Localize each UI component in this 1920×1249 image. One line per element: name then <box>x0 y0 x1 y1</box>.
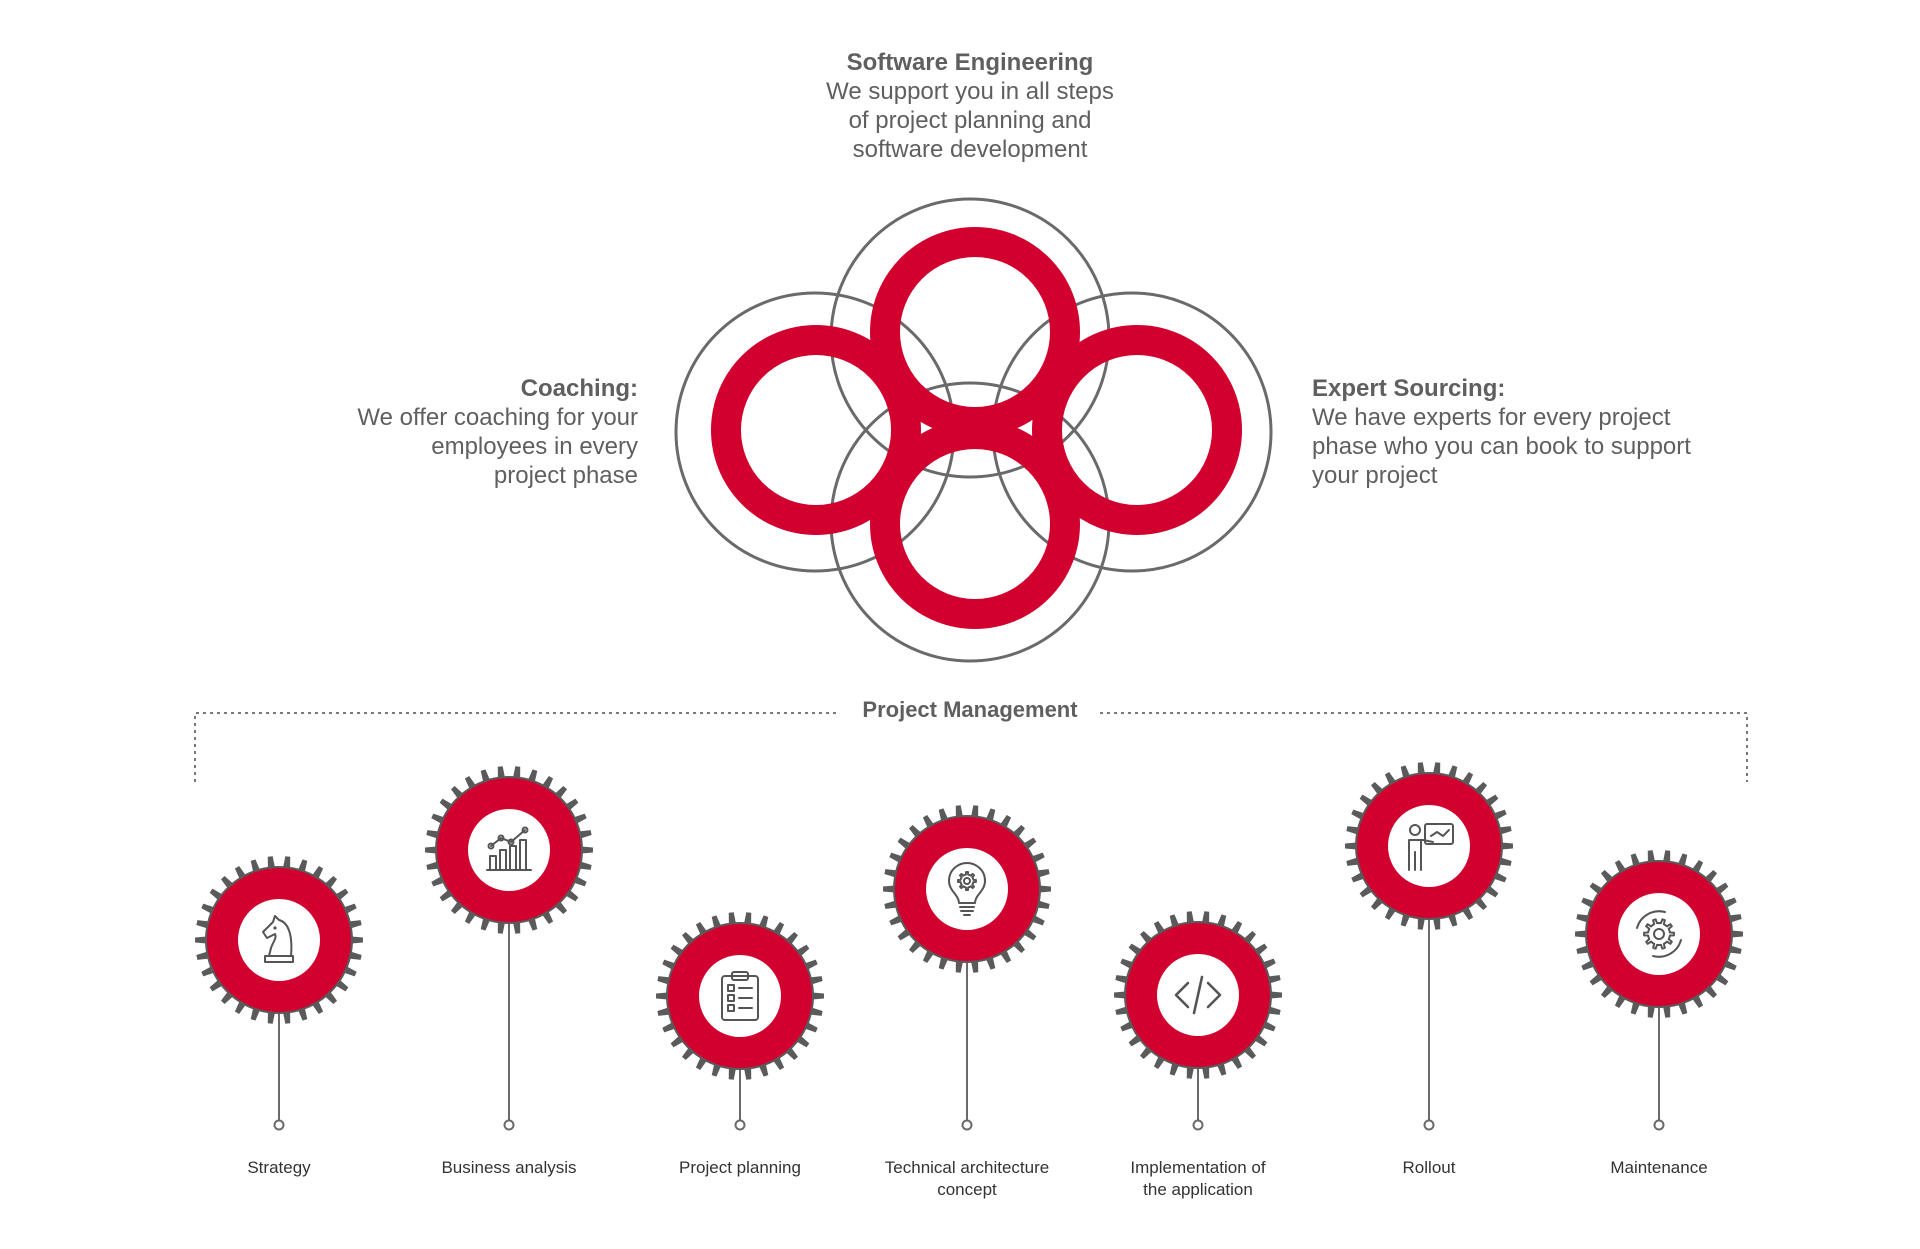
step-label-line: Technical architecture <box>884 1158 1050 1177</box>
step-label-line: Maintenance <box>1610 1158 1708 1177</box>
red-ring-bottom <box>870 419 1080 629</box>
red-ring-right <box>1032 325 1242 535</box>
gear-white-center <box>699 955 781 1037</box>
step-label-line: Rollout <box>1402 1158 1456 1177</box>
step-label-7: Maintenance <box>1544 1157 1774 1179</box>
step-label-line: Implementation of <box>1130 1158 1266 1177</box>
chess-knight-icon <box>262 915 294 963</box>
gear-white-center <box>238 899 320 981</box>
coaching-title: Coaching: <box>520 375 638 402</box>
expert-sourcing-line-3: your project <box>1312 462 1438 489</box>
step-label-line: concept <box>937 1180 997 1199</box>
step-3 <box>656 912 824 1131</box>
gear-cycle-icon <box>1636 910 1682 958</box>
software-engineering-line-2: of project planning and <box>848 107 1092 134</box>
coaching-block: Coaching: We offer coaching for your emp… <box>290 374 638 490</box>
software-engineering-line-1: We support you in all steps <box>826 78 1114 105</box>
step-end-dot <box>1653 1119 1665 1131</box>
step-4 <box>883 805 1051 1131</box>
lightbulb-gear-icon <box>948 862 986 916</box>
step-label-line: the application <box>1143 1180 1253 1199</box>
coaching-line-1: We offer coaching for your <box>357 404 638 431</box>
coaching-line-2: employees in every <box>431 433 638 460</box>
step-2 <box>425 766 593 1131</box>
bar-chart-icon <box>486 826 532 871</box>
gear-white-center <box>1618 893 1700 975</box>
presenter-board-icon <box>1408 823 1454 871</box>
project-management-label: Project Management <box>840 697 1100 723</box>
step-end-dot <box>961 1119 973 1131</box>
expert-sourcing-block: Expert Sourcing: We have experts for eve… <box>1312 374 1732 490</box>
step-label-2: Business analysis <box>394 1157 624 1179</box>
step-end-dot <box>503 1119 515 1131</box>
step-1 <box>195 856 363 1131</box>
step-label-1: Strategy <box>164 1157 394 1179</box>
software-engineering-block: Software Engineering We support you in a… <box>760 48 1180 164</box>
step-end-dot <box>273 1119 285 1131</box>
steps-layer <box>195 762 1743 1131</box>
software-engineering-line-3: software development <box>852 136 1088 163</box>
expert-sourcing-title: Expert Sourcing: <box>1312 375 1506 402</box>
gear-white-center <box>1388 805 1470 887</box>
code-icon <box>1174 975 1222 1015</box>
step-6 <box>1345 762 1513 1131</box>
step-label-line: Project planning <box>679 1158 801 1177</box>
expert-sourcing-line-1: We have experts for every project <box>1312 404 1671 431</box>
expert-sourcing-line-2: phase who you can book to support <box>1312 433 1691 460</box>
step-5 <box>1114 911 1282 1131</box>
step-label-6: Rollout <box>1314 1157 1544 1179</box>
clipboard-checklist-icon <box>721 971 759 1021</box>
step-end-dot <box>1423 1119 1435 1131</box>
software-engineering-title: Software Engineering <box>846 49 1094 76</box>
step-end-dot <box>1192 1119 1204 1131</box>
step-label-line: Business analysis <box>441 1158 577 1177</box>
project-management-bracket <box>194 712 1748 782</box>
red-ring-left <box>711 325 921 535</box>
step-label-5: Implementation of the application <box>1083 1157 1313 1201</box>
step-7 <box>1575 850 1743 1131</box>
step-label-3: Project planning <box>625 1157 855 1179</box>
step-end-dot <box>734 1119 746 1131</box>
step-label-line: Strategy <box>247 1158 311 1177</box>
red-rings <box>711 227 1242 629</box>
coaching-line-3: project phase <box>493 462 638 489</box>
step-label-4: Technical architecture concept <box>852 1157 1082 1201</box>
